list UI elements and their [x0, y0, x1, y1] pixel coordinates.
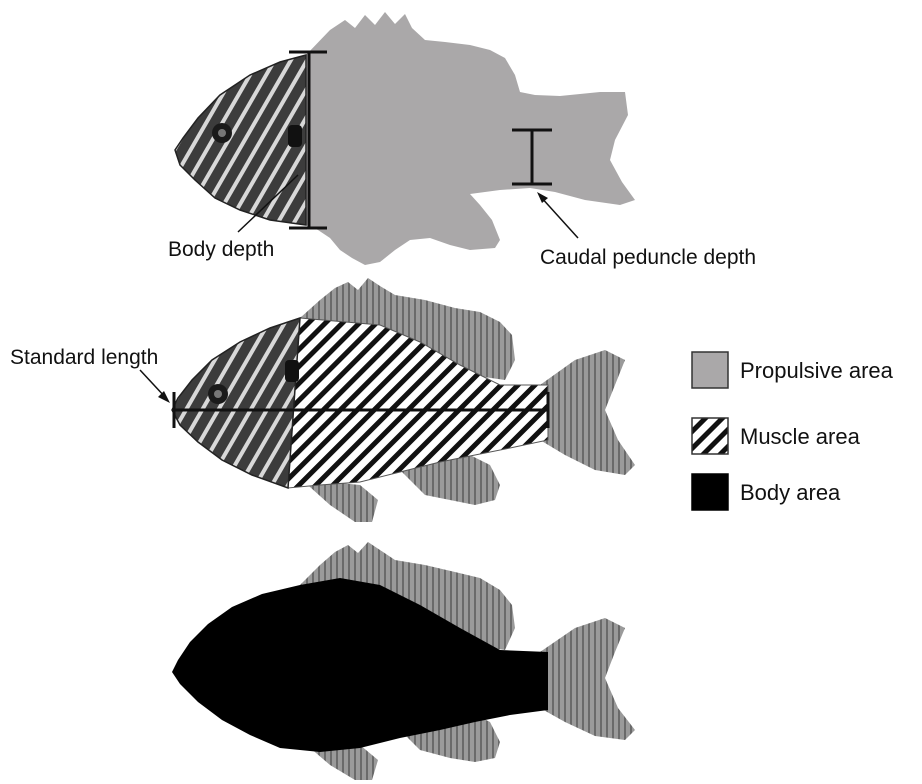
standard-length-arrowhead — [158, 391, 170, 403]
fish-eye-highlight — [214, 390, 222, 398]
fish-eye-highlight — [218, 129, 226, 137]
opercular-spot — [288, 125, 302, 147]
opercular-spot — [285, 360, 299, 382]
caudal-fin — [540, 618, 635, 740]
legend-swatch-body — [692, 474, 728, 510]
propulsive-area-shape — [306, 12, 635, 265]
fish-body-area — [172, 542, 635, 780]
body-depth-label: Body depth — [168, 238, 274, 261]
legend-swatch-muscle — [692, 418, 728, 454]
fish-propulsive-area: Body depth Caudal peduncle depth — [168, 12, 756, 269]
caudal-peduncle-pointer — [540, 196, 578, 238]
legend-swatch-propulsive — [692, 352, 728, 388]
legend-label-body: Body area — [740, 480, 841, 505]
caudal-peduncle-depth-label: Caudal peduncle depth — [540, 246, 756, 269]
fish-head — [172, 318, 300, 488]
standard-length-label: Standard length — [10, 346, 158, 369]
legend: Propulsive area Muscle area Body area — [692, 352, 894, 510]
fish-muscle-area: Standard length — [10, 278, 635, 522]
caudal-fin — [540, 350, 635, 475]
caudal-peduncle-arrowhead — [537, 192, 548, 203]
legend-label-propulsive: Propulsive area — [740, 358, 894, 383]
legend-label-muscle: Muscle area — [740, 424, 861, 449]
